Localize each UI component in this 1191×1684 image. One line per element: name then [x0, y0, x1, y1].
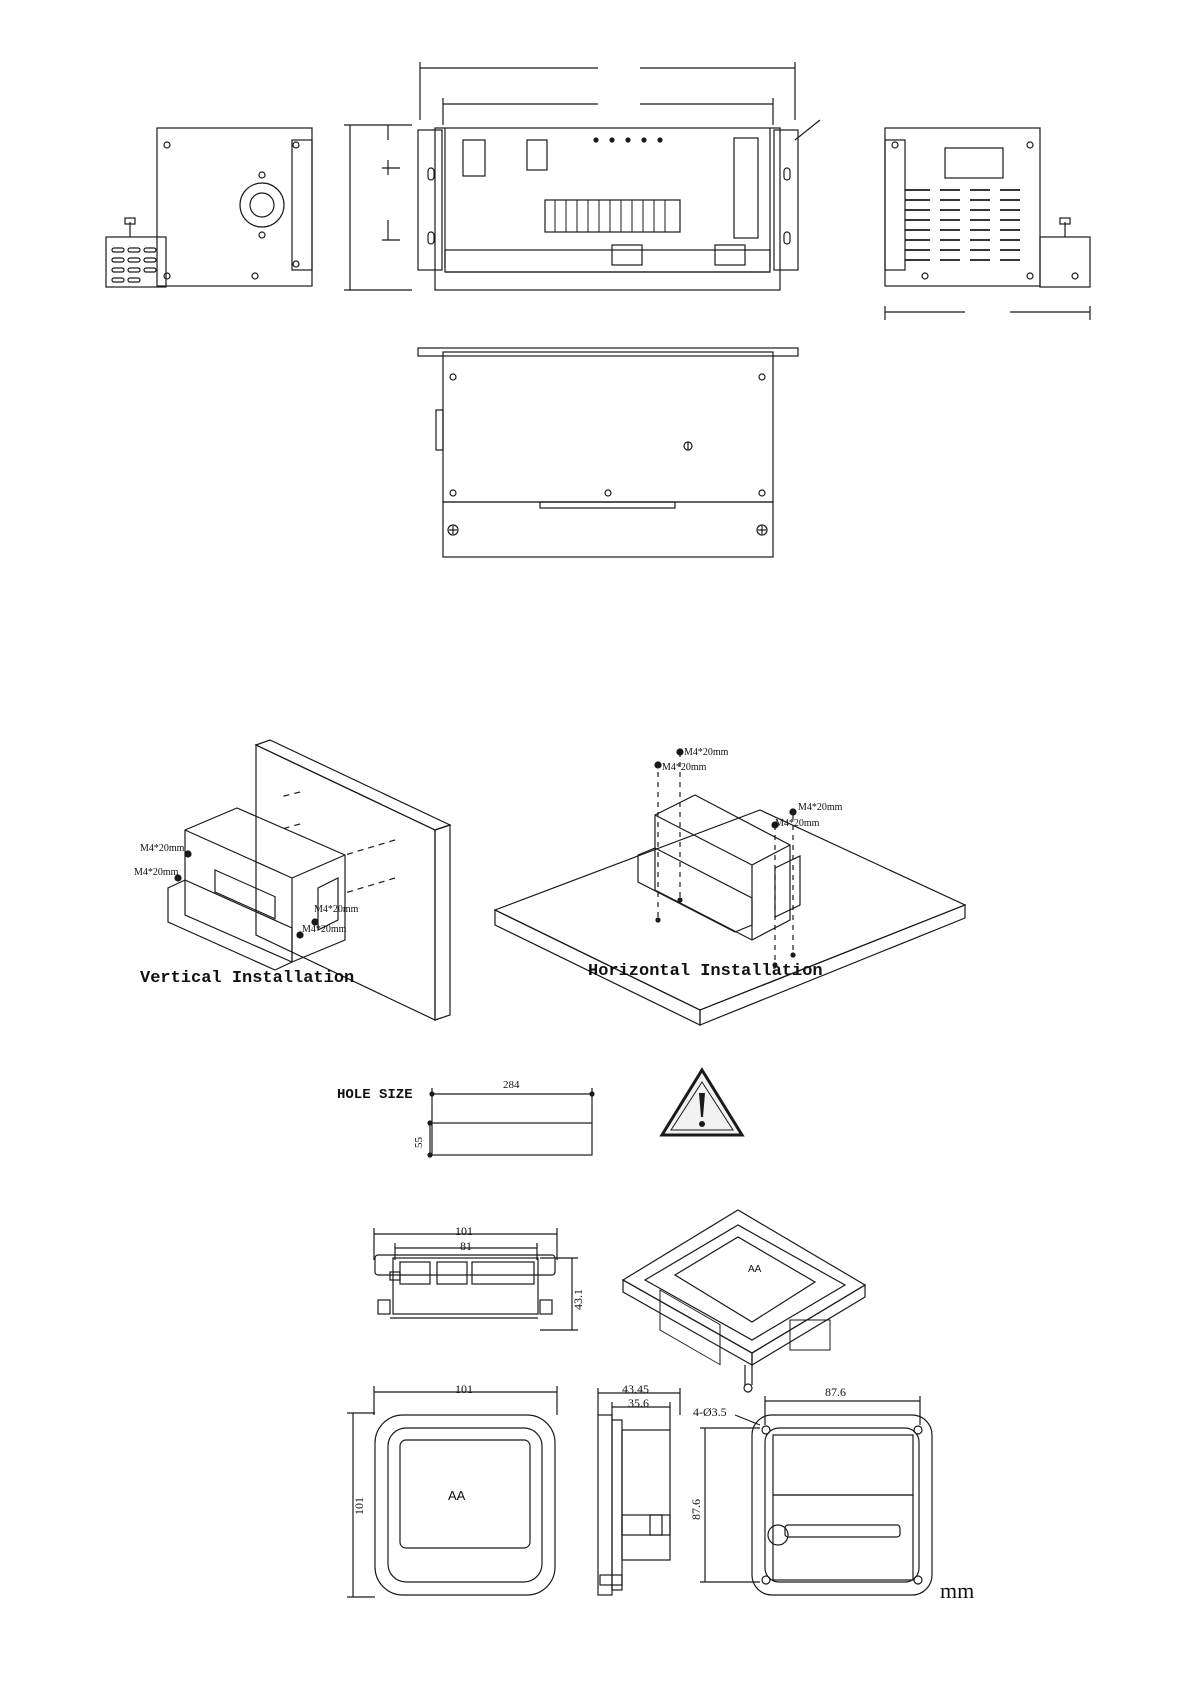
- screw-label-v2: M4*20mm: [134, 867, 179, 878]
- front-leds: [594, 138, 662, 142]
- dim-side-depth-inner: 35.6: [628, 1396, 649, 1410]
- left-vent-holes: [112, 248, 156, 282]
- dim-width-outer: 101: [455, 1224, 473, 1238]
- horizontal-installation-label: Horizontal Installation: [588, 962, 823, 981]
- hole-size-title: HOLE SIZE: [337, 1087, 413, 1103]
- front-relay-slots: [555, 200, 665, 232]
- panel-side-view: [598, 1388, 680, 1595]
- dim-side-depth-outer: 43.45: [622, 1382, 649, 1396]
- hole-size-drawing: [428, 1088, 594, 1157]
- bottom-view: [418, 348, 798, 557]
- dim-front-height: 101: [352, 1497, 366, 1515]
- dim-width-inner: 81: [460, 1239, 472, 1253]
- dim-hole-spacing-w: 87.6: [825, 1385, 846, 1399]
- dim-hole-spacing-h: 87.6: [689, 1499, 703, 1520]
- dim-depth: 43.1: [571, 1289, 585, 1310]
- panel-back-view: [700, 1396, 932, 1595]
- panel-3d-view: [623, 1210, 865, 1392]
- hole-height-label: 55: [413, 1137, 425, 1149]
- panel-3d-screen-text: AA: [748, 1264, 762, 1275]
- screw-label-h2: M4*20mm: [662, 762, 707, 773]
- screw-label-v4: M4*20mm: [302, 924, 347, 935]
- screw-label-h4: M4*20mm: [775, 818, 820, 829]
- dim-front-width: 101: [455, 1382, 473, 1396]
- warning-icon: [662, 1070, 742, 1135]
- hole-width-label: 284: [503, 1079, 520, 1091]
- panel-top-view: [374, 1228, 578, 1330]
- left-side-view: [106, 128, 312, 287]
- screw-label-h3: M4*20mm: [798, 802, 843, 813]
- dim-hole-note: 4-Ø3.5: [693, 1405, 727, 1419]
- top-dimension-lines: [344, 62, 820, 290]
- unit-label: mm: [940, 1578, 974, 1603]
- screw-label-v1: M4*20mm: [140, 843, 185, 854]
- horizontal-installation-figure: [495, 749, 965, 1025]
- right-side-view: [885, 128, 1090, 320]
- screw-label-h1: M4*20mm: [684, 747, 729, 758]
- vertical-installation-label: Vertical Installation: [140, 969, 354, 988]
- front-view: [418, 128, 798, 290]
- screw-label-v3: M4*20mm: [314, 904, 359, 915]
- right-vents: [905, 190, 1020, 260]
- panel-front-screen-text: AA: [448, 1488, 466, 1503]
